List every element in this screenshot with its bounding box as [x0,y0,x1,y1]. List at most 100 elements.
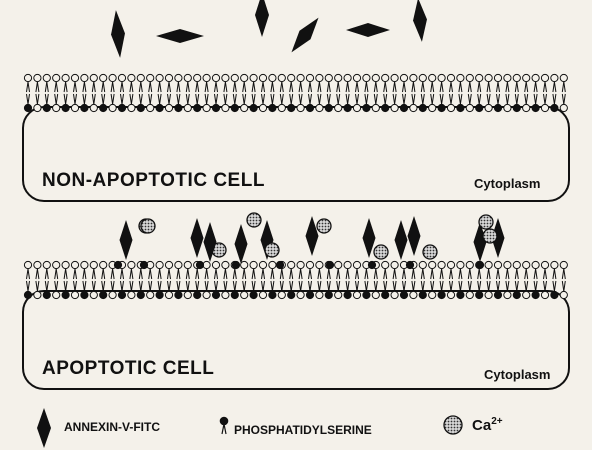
apoptotic-lipid-head-inner [485,291,492,298]
apoptotic-tail [47,281,49,291]
apoptotic-tail [94,281,96,291]
non-apoptotic-tail [150,94,152,104]
non-apoptotic-tail [310,82,312,92]
apoptotic-tail [160,281,162,291]
apoptotic-tail [122,269,124,279]
calcium-ion [483,229,497,243]
non-apoptotic-tail [141,94,143,104]
apoptotic-tail [244,281,246,291]
non-apoptotic-tail [385,94,387,104]
non-apoptotic-tail [507,82,509,92]
non-apoptotic-cytoplasm-label: Cytoplasm [474,176,540,191]
non-apoptotic-tail [272,94,274,104]
apoptotic-lipid-head-outer [100,261,107,268]
apoptotic-lipid-head-outer [156,261,163,268]
non-apoptotic-tail [413,94,415,104]
non-apoptotic-tail [348,82,350,92]
non-apoptotic-lipid-head-inner [175,104,182,111]
apoptotic-lipid-head-outer [62,261,69,268]
apoptotic-tail [385,281,387,291]
non-apoptotic-lipid-head-inner [316,104,323,111]
non-apoptotic-tail [470,82,472,92]
apoptotic-tail [141,281,143,291]
non-apoptotic-lipid-head-inner [62,104,69,111]
apoptotic-tail [536,281,538,291]
non-apoptotic-tail [348,94,350,104]
non-apoptotic-tail [329,94,331,104]
non-apoptotic-tail [188,94,190,104]
non-apoptotic-lipid-head-outer [203,74,210,81]
non-apoptotic-tail [329,82,331,92]
apoptotic-lipid-head-inner [551,291,558,298]
apoptotic-lipid-head-inner [90,291,97,298]
non-apoptotic-lipid-head-inner [429,104,436,111]
non-apoptotic-tail [254,82,256,92]
apoptotic-tail [498,269,500,279]
non-apoptotic-lipid-head-inner [532,104,539,111]
non-apoptotic-tail [263,82,265,92]
non-apoptotic-tail [291,94,293,104]
non-apoptotic-tail [160,94,162,104]
apoptotic-tail [84,281,86,291]
apoptotic-lipid-head-inner [513,291,520,298]
non-apoptotic-lipid-head-outer [410,74,417,81]
apoptotic-lipid-head-outer [494,261,501,268]
non-apoptotic-lipid-head-inner [24,104,31,111]
apoptotic-lipid-head-outer [250,261,257,268]
non-apoptotic-lipid-head-outer [335,74,342,81]
non-apoptotic-lipid-head-inner [382,104,389,111]
non-apoptotic-lipid-head-inner [184,104,191,111]
apoptotic-lipid-head-inner [532,291,539,298]
apoptotic-tail [291,281,293,291]
non-apoptotic-lipid-head-outer [363,74,370,81]
non-apoptotic-tail [423,94,425,104]
non-apoptotic-lipid-head-inner [344,104,351,111]
apoptotic-tail [404,269,406,279]
annexin-molecule [255,0,269,37]
apoptotic-lipid-head-outer [90,261,97,268]
apoptotic-lipid-head-outer [560,261,567,268]
exposed-phosphatidylserine [406,261,413,268]
apoptotic-tail [263,281,265,291]
non-apoptotic-tail [291,82,293,92]
non-apoptotic-tail [282,82,284,92]
apoptotic-tail [385,269,387,279]
non-apoptotic-tail [122,94,124,104]
apoptotic-tail [47,269,49,279]
non-apoptotic-lipid-head-outer [344,74,351,81]
non-apoptotic-cell-title: NON-APOPTOTIC CELL [42,170,265,192]
apoptotic-tail [37,269,39,279]
non-apoptotic-tail [94,82,96,92]
apoptotic-tail [432,269,434,279]
apoptotic-tail [56,281,58,291]
non-apoptotic-lipid-head-inner [523,104,530,111]
apoptotic-lipid-head-inner [391,291,398,298]
legend-annexin-label: ANNEXIN-V-FITC [64,420,160,434]
non-apoptotic-tail [301,94,303,104]
non-apoptotic-tail [479,94,481,104]
non-apoptotic-tail [460,94,462,104]
apoptotic-lipid-head-inner [147,291,154,298]
non-apoptotic-lipid-head-outer [137,74,144,81]
non-apoptotic-tail [423,82,425,92]
non-apoptotic-tail [169,82,171,92]
apoptotic-lipid-head-inner [100,291,107,298]
apoptotic-tail [188,269,190,279]
apoptotic-lipid-head-inner [382,291,389,298]
non-apoptotic-lipid-head-outer [419,74,426,81]
non-apoptotic-lipid-head-outer [429,74,436,81]
apoptotic-cytoplasm-label: Cytoplasm [484,367,550,382]
non-apoptotic-lipid-head-outer [523,74,530,81]
non-apoptotic-tail [357,82,359,92]
apoptotic-tail [254,281,256,291]
apoptotic-tail [178,269,180,279]
apoptotic-lipid-head-inner [400,291,407,298]
non-apoptotic-tail [385,82,387,92]
apoptotic-tail [66,269,68,279]
apoptotic-lipid-head-inner [447,291,454,298]
exposed-phosphatidylserine [196,261,203,268]
exposed-phosphatidylserine [476,261,483,268]
apoptotic-tail [498,281,500,291]
apoptotic-tail [216,269,218,279]
non-apoptotic-lipid-head-outer [231,74,238,81]
